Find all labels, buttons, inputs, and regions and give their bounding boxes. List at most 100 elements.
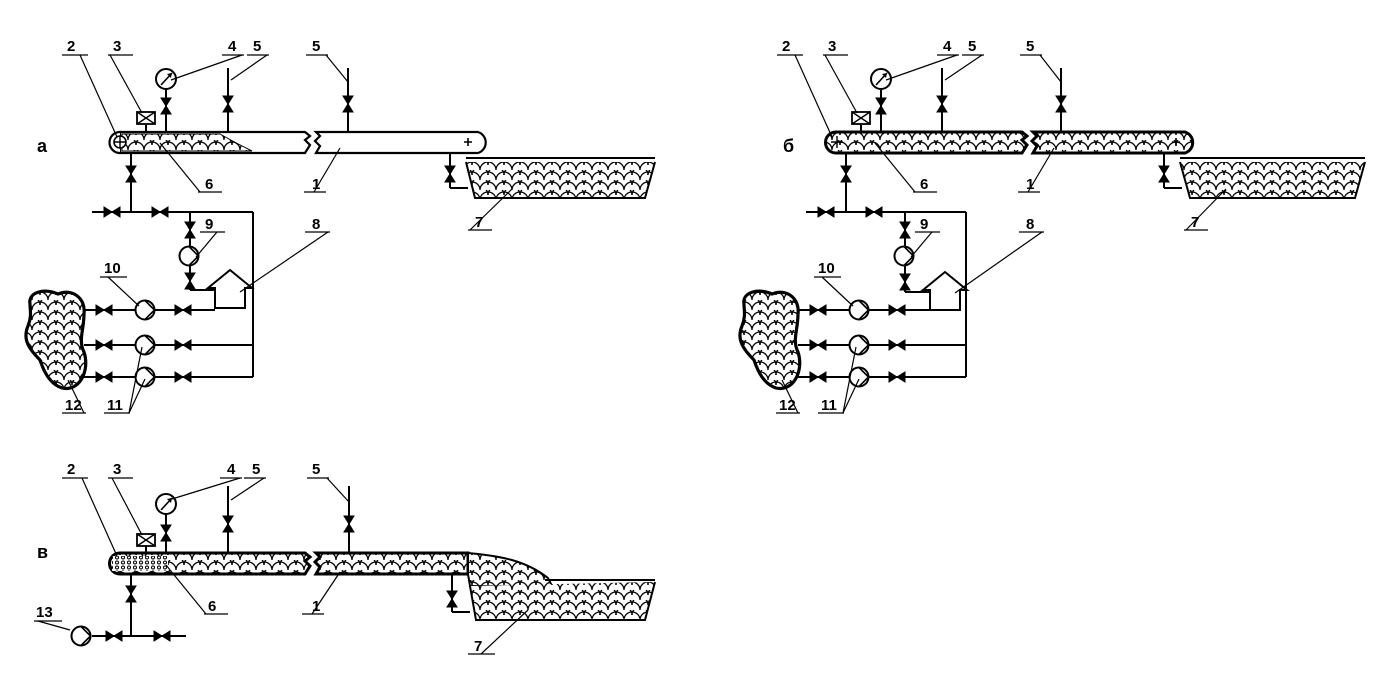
valve-icon xyxy=(95,371,113,383)
label-2: 2 xyxy=(67,461,75,478)
label-5: 5 xyxy=(1026,38,1034,55)
box-valve-icon xyxy=(136,533,156,547)
valve-icon xyxy=(174,304,192,316)
pump-icon xyxy=(848,299,870,321)
label-8: 8 xyxy=(312,216,320,233)
label-5: 5 xyxy=(312,38,320,55)
pump-icon xyxy=(893,245,915,267)
label-5: 5 xyxy=(968,38,976,55)
panel-letter-b: б xyxy=(783,136,794,156)
label-12: 12 xyxy=(779,397,796,414)
valve-icon xyxy=(865,206,883,218)
panel-letter-a: а xyxy=(37,136,48,156)
label-5: 5 xyxy=(312,461,320,478)
valve-icon xyxy=(899,221,911,239)
source-b xyxy=(738,289,802,390)
valve-icon xyxy=(817,206,835,218)
valve-icon xyxy=(343,515,355,533)
valve-icon xyxy=(95,304,113,316)
panel-v: в xyxy=(34,461,656,655)
valve-icon xyxy=(888,371,906,383)
panel-b: б xyxy=(738,38,1366,414)
label-7: 7 xyxy=(475,214,483,231)
valve-icon xyxy=(184,221,196,239)
pipe-b xyxy=(824,130,1195,155)
label-11: 11 xyxy=(821,397,837,414)
valve-icon xyxy=(444,165,456,183)
valve-icon xyxy=(888,304,906,316)
pump-icon xyxy=(134,334,156,356)
valve-icon xyxy=(446,590,458,608)
label-4: 4 xyxy=(228,38,237,55)
label-2: 2 xyxy=(67,38,75,55)
valve-icon xyxy=(174,371,192,383)
label-7: 7 xyxy=(1191,214,1199,231)
valve-icon xyxy=(174,339,192,351)
valve-icon xyxy=(809,304,827,316)
valve-icon xyxy=(936,95,948,113)
label-11: 11 xyxy=(107,397,123,414)
gauge-icon xyxy=(155,493,177,515)
valve-icon xyxy=(809,339,827,351)
label-6: 6 xyxy=(920,176,928,193)
label-9: 9 xyxy=(920,216,928,233)
valve-icon xyxy=(1055,95,1067,113)
pit-b xyxy=(1179,157,1366,199)
valve-icon xyxy=(1158,165,1170,183)
pit-a xyxy=(465,157,656,199)
valve-icon xyxy=(160,524,172,542)
valve-icon xyxy=(342,95,354,113)
label-12: 12 xyxy=(65,397,82,414)
valve-icon xyxy=(103,206,121,218)
valve-icon xyxy=(875,97,887,115)
label-1: 1 xyxy=(312,598,320,615)
label-4: 4 xyxy=(943,38,952,55)
pump-icon xyxy=(178,245,200,267)
pump-icon xyxy=(134,366,156,388)
valve-icon xyxy=(184,272,196,290)
pipe-v xyxy=(108,551,554,587)
label-3: 3 xyxy=(113,38,121,55)
valve-icon xyxy=(888,339,906,351)
label-7: 7 xyxy=(474,638,482,655)
pipe-a xyxy=(108,130,487,155)
label-1: 1 xyxy=(312,176,320,193)
valve-icon xyxy=(151,206,169,218)
valve-icon xyxy=(809,371,827,383)
valve-icon xyxy=(95,339,113,351)
box-valve-icon xyxy=(136,111,156,125)
label-9: 9 xyxy=(205,216,213,233)
valve-icon xyxy=(125,585,137,603)
valve-icon xyxy=(222,95,234,113)
valve-icon xyxy=(153,630,171,642)
source-a xyxy=(24,289,88,390)
panel-letter-v: в xyxy=(37,542,48,562)
valve-icon xyxy=(160,97,172,115)
label-3: 3 xyxy=(113,461,121,478)
label-1: 1 xyxy=(1026,176,1034,193)
label-10: 10 xyxy=(104,260,121,277)
pump-icon xyxy=(134,299,156,321)
label-6: 6 xyxy=(208,598,216,615)
panel-a: а xyxy=(24,38,656,414)
pump-icon xyxy=(70,625,92,647)
pump-icon xyxy=(848,334,870,356)
label-10: 10 xyxy=(818,260,835,277)
pump-icon xyxy=(848,366,870,388)
valve-icon xyxy=(840,165,852,183)
label-6: 6 xyxy=(205,176,213,193)
valve-icon xyxy=(899,273,911,291)
valve-icon xyxy=(105,630,123,642)
valve-icon xyxy=(125,165,137,183)
label-5: 5 xyxy=(253,38,261,55)
label-4: 4 xyxy=(227,461,236,478)
valve-icon xyxy=(222,515,234,533)
label-8: 8 xyxy=(1026,216,1034,233)
label-5: 5 xyxy=(252,461,260,478)
pit-v xyxy=(469,579,656,621)
label-3: 3 xyxy=(828,38,836,55)
label-2: 2 xyxy=(782,38,790,55)
label-13: 13 xyxy=(36,604,53,621)
box-valve-icon xyxy=(851,111,871,125)
